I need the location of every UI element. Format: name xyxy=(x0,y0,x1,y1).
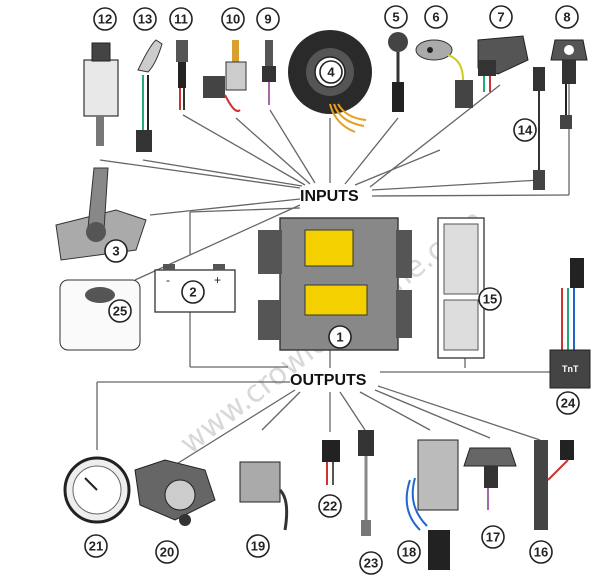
callout-15-circle xyxy=(478,287,502,311)
component-3-remote-control xyxy=(55,167,147,261)
callout-12-circle xyxy=(93,7,117,31)
callout-4-circle xyxy=(319,60,343,84)
module-24-label: TnT xyxy=(562,364,579,374)
callout-4-label: 4 xyxy=(327,65,335,80)
component-12-fuse-holder xyxy=(83,42,119,146)
callout-18-circle xyxy=(397,540,421,564)
callout-11-label: 11 xyxy=(174,12,188,27)
callout-24-circle xyxy=(556,391,580,415)
callout-5-circle xyxy=(384,5,408,29)
callout-12-label: 12 xyxy=(98,12,112,27)
callout-19-circle xyxy=(246,534,270,558)
callout-23-label: 23 xyxy=(364,556,378,571)
callout-6-label: 6 xyxy=(432,10,439,25)
callout-9-label: 9 xyxy=(264,12,271,27)
component-5-sensor xyxy=(388,32,408,112)
component-9-sensor xyxy=(262,40,276,105)
component-25-key-switch xyxy=(59,279,141,351)
callout-18-label: 18 xyxy=(402,545,416,560)
component-21-gauge xyxy=(63,456,131,524)
output-lines xyxy=(96,275,550,466)
inputs-label: INPUTS xyxy=(300,188,359,205)
callout-17-circle xyxy=(481,525,505,549)
callout-20-label: 20 xyxy=(160,545,174,560)
callout-14-circle xyxy=(513,118,537,142)
callout-16-circle xyxy=(529,540,553,564)
component-1-ecm xyxy=(258,217,412,351)
callout-6-circle xyxy=(424,5,448,29)
component-15-connector xyxy=(437,217,485,359)
callout-21-circle xyxy=(84,534,108,558)
callout-14-label: 14 xyxy=(518,123,533,138)
component-22-connector xyxy=(322,440,340,485)
component-7-sensor xyxy=(477,35,529,92)
callout-20-circle xyxy=(155,540,179,564)
component-17-sensor xyxy=(463,447,517,510)
callout-8-circle xyxy=(555,5,579,29)
callout-10-circle xyxy=(221,7,245,31)
component-11-sensor xyxy=(176,40,188,110)
callout-8-label: 8 xyxy=(563,10,570,25)
callout-1-circle xyxy=(328,325,352,349)
component-6-sensor xyxy=(415,39,473,108)
callout-13-circle xyxy=(133,7,157,31)
component-23-harness xyxy=(358,430,374,536)
battery-plus-label: + xyxy=(214,273,221,287)
callout-16-label: 16 xyxy=(534,545,548,560)
component-24-module: TnT xyxy=(549,258,591,389)
callout-5-label: 5 xyxy=(392,10,399,25)
callout-3-circle xyxy=(104,239,128,263)
callout-2-label: 2 xyxy=(189,285,196,300)
callout-13-label: 13 xyxy=(138,12,152,27)
callout-17-label: 17 xyxy=(486,530,500,545)
callout-19-label: 19 xyxy=(251,539,265,554)
component-20-tilt-trim xyxy=(134,459,216,526)
callout-10-label: 10 xyxy=(226,12,240,27)
callout-2-circle xyxy=(181,280,205,304)
callout-22-label: 22 xyxy=(323,499,337,514)
callout-11-circle xyxy=(169,7,193,31)
callout-7-label: 7 xyxy=(497,10,504,25)
input-lines xyxy=(99,80,570,281)
component-13-harness-plug xyxy=(136,39,163,152)
callout-21-label: 21 xyxy=(89,539,103,554)
component-19-coil xyxy=(239,461,289,531)
component-18-fuel-pump xyxy=(405,439,459,570)
component-14-harness xyxy=(533,67,545,190)
callout-23-circle xyxy=(359,551,383,575)
component-10-temp-sensor xyxy=(203,40,247,112)
component-8-sensor xyxy=(550,39,588,129)
callout-22-circle xyxy=(318,494,342,518)
outputs-label: OUTPUTS xyxy=(290,372,367,389)
callout-9-circle xyxy=(256,7,280,31)
callout-15-label: 15 xyxy=(483,292,497,307)
battery-minus-label: - xyxy=(166,273,170,287)
callout-1-label: 1 xyxy=(336,330,343,345)
callout-7-circle xyxy=(489,5,513,29)
component-16-injector xyxy=(534,440,574,530)
callout-24-label: 24 xyxy=(561,396,576,411)
callout-25-circle xyxy=(108,299,132,323)
callout-25-label: 25 xyxy=(113,304,127,319)
callout-3-label: 3 xyxy=(112,244,119,259)
